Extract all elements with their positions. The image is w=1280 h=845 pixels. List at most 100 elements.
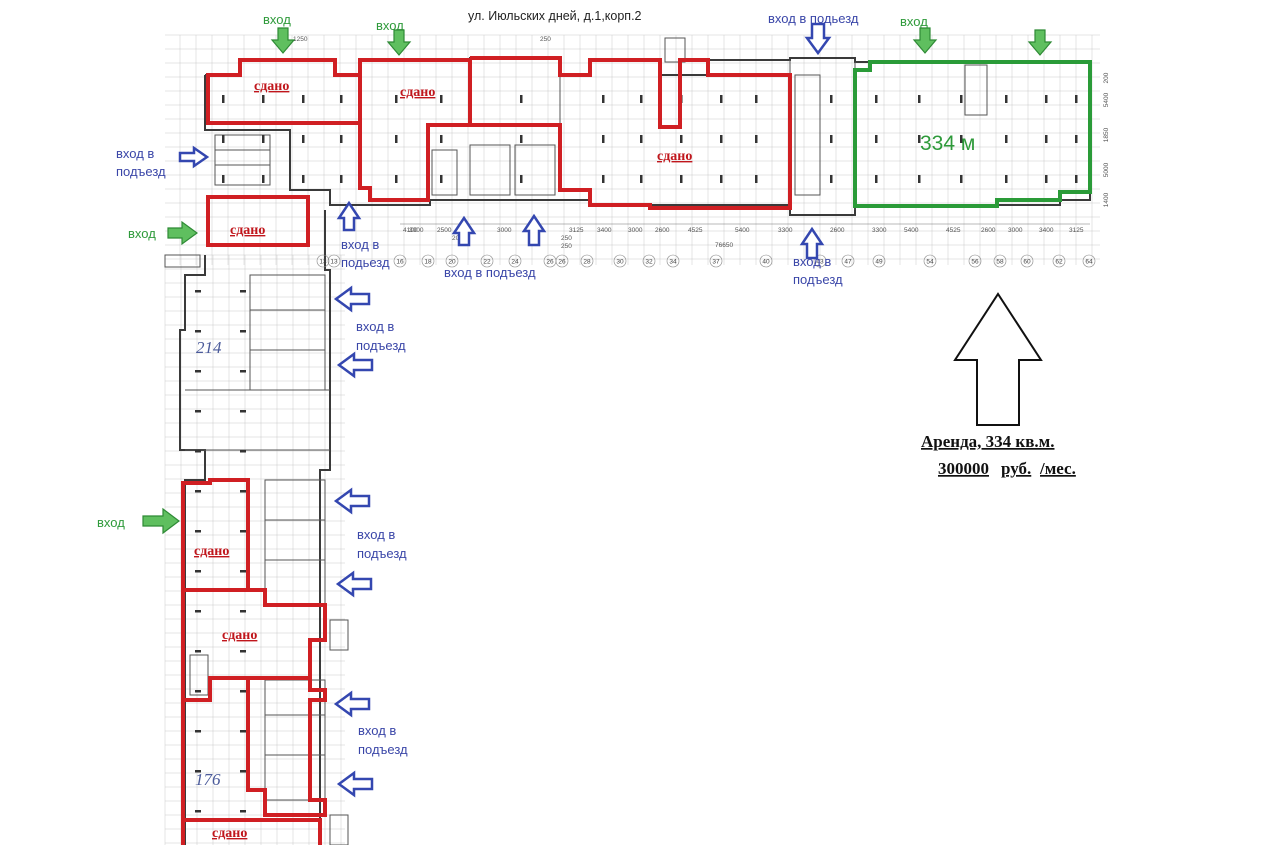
column-marker (195, 810, 201, 813)
column-marker (640, 175, 643, 183)
column-marker (440, 95, 443, 103)
column-marker (1075, 135, 1078, 143)
entry-arrow-icon-1 (270, 27, 296, 54)
column-marker (302, 95, 305, 103)
column-marker (302, 135, 305, 143)
axis-label: 26 (546, 259, 554, 266)
column-marker (195, 370, 201, 373)
stair-entry-label-left-1: вход в (116, 146, 154, 161)
structural-columns (195, 95, 1078, 813)
axis-label: 13 (330, 259, 338, 266)
column-marker (1005, 175, 1008, 183)
axis-bubble (968, 254, 982, 268)
entry-label-5: вход (97, 515, 125, 530)
dimension-value: 5400 (735, 227, 750, 234)
axis-bubble (993, 254, 1007, 268)
axis-label: 26 (558, 259, 566, 266)
column-marker (755, 175, 758, 183)
column-marker (195, 570, 201, 573)
dimension-value: 4525 (946, 227, 961, 234)
dimension-value: 3400 (597, 227, 612, 234)
axis-label: 54 (926, 259, 934, 266)
column-marker (1005, 135, 1008, 143)
column-marker (195, 610, 201, 613)
stair-entry-label-e1: вход в (358, 723, 396, 738)
column-marker (195, 450, 201, 453)
dimension-value: 2600 (981, 227, 996, 234)
stair-arrow-icon-6 (799, 226, 825, 260)
column-marker (720, 95, 723, 103)
dim-total: 76650 (715, 242, 733, 249)
stair-entry-label-d1: вход в (357, 527, 395, 542)
sold-label-5: сдано (194, 544, 229, 559)
dimension-value: 4100 (403, 227, 418, 234)
column-marker (240, 690, 246, 693)
axis-label: 20 (448, 259, 456, 266)
stair-arrow-icon-12 (336, 770, 374, 798)
axis-bubble (923, 254, 937, 268)
axis-bubble (393, 254, 407, 268)
column-marker (262, 175, 265, 183)
rent-area: Аренда, 334 кв.м. (921, 432, 1054, 451)
axis-label: 18 (424, 259, 432, 266)
axis-label: 62 (1055, 259, 1063, 266)
column-marker (395, 95, 398, 103)
top-wing-walls (204, 37, 1091, 216)
axis-label: 64 (1085, 259, 1093, 266)
dimension-value: 3000 (628, 227, 643, 234)
column-marker (240, 290, 246, 293)
stair-arrow-icon-11 (333, 690, 371, 718)
entry-arrow-icon-2 (386, 29, 412, 56)
column-marker (195, 530, 201, 533)
axis-label: 28 (583, 259, 591, 266)
dim-250-top: 250 (540, 36, 551, 43)
axis-label: 22 (483, 259, 491, 266)
rent-currency: руб. (1001, 459, 1031, 478)
column-marker (830, 175, 833, 183)
axis-label: 43 (816, 259, 824, 266)
axis-bubble (316, 254, 330, 268)
left-wing-walls (164, 210, 349, 845)
axis-bubble (872, 254, 886, 268)
column-marker (240, 410, 246, 413)
column-marker (195, 330, 201, 333)
dimension-value: 2600 (830, 227, 845, 234)
column-marker (222, 135, 225, 143)
column-marker (240, 770, 246, 773)
axis-bubble (327, 254, 341, 268)
axis-bubble (666, 254, 680, 268)
side-dimension: 5400 (1103, 92, 1110, 107)
page-title: ул. Июльских дней, д.1,корп.2 (468, 9, 642, 23)
column-marker (440, 135, 443, 143)
column-marker (240, 810, 246, 813)
sold-label-2: сдано (400, 85, 435, 100)
axis-bubble (759, 254, 773, 268)
column-marker (262, 135, 265, 143)
column-marker (1075, 175, 1078, 183)
column-marker (960, 95, 963, 103)
entry-label-4: вход (128, 226, 156, 241)
column-marker (602, 95, 605, 103)
side-dimension: 1400 (1103, 192, 1110, 207)
axis-label: 56 (971, 259, 979, 266)
axis-bubble (613, 254, 627, 268)
column-marker (240, 730, 246, 733)
column-marker (680, 175, 683, 183)
axis-label: 49 (875, 259, 883, 266)
column-marker (720, 175, 723, 183)
entry-label-2: вход (376, 18, 404, 33)
stair-arrow-icon-10 (335, 570, 373, 598)
column-marker (240, 530, 246, 533)
stair-arrow-icon-5 (521, 213, 547, 247)
axis-bubble (555, 254, 569, 268)
column-marker (755, 95, 758, 103)
column-marker (395, 175, 398, 183)
axis-label: 47 (844, 259, 852, 266)
column-marker (640, 95, 643, 103)
column-marker (340, 135, 343, 143)
axis-label: 60 (1023, 259, 1031, 266)
dimension-value: 3000 (1008, 227, 1023, 234)
column-marker (1045, 95, 1048, 103)
column-marker (240, 650, 246, 653)
